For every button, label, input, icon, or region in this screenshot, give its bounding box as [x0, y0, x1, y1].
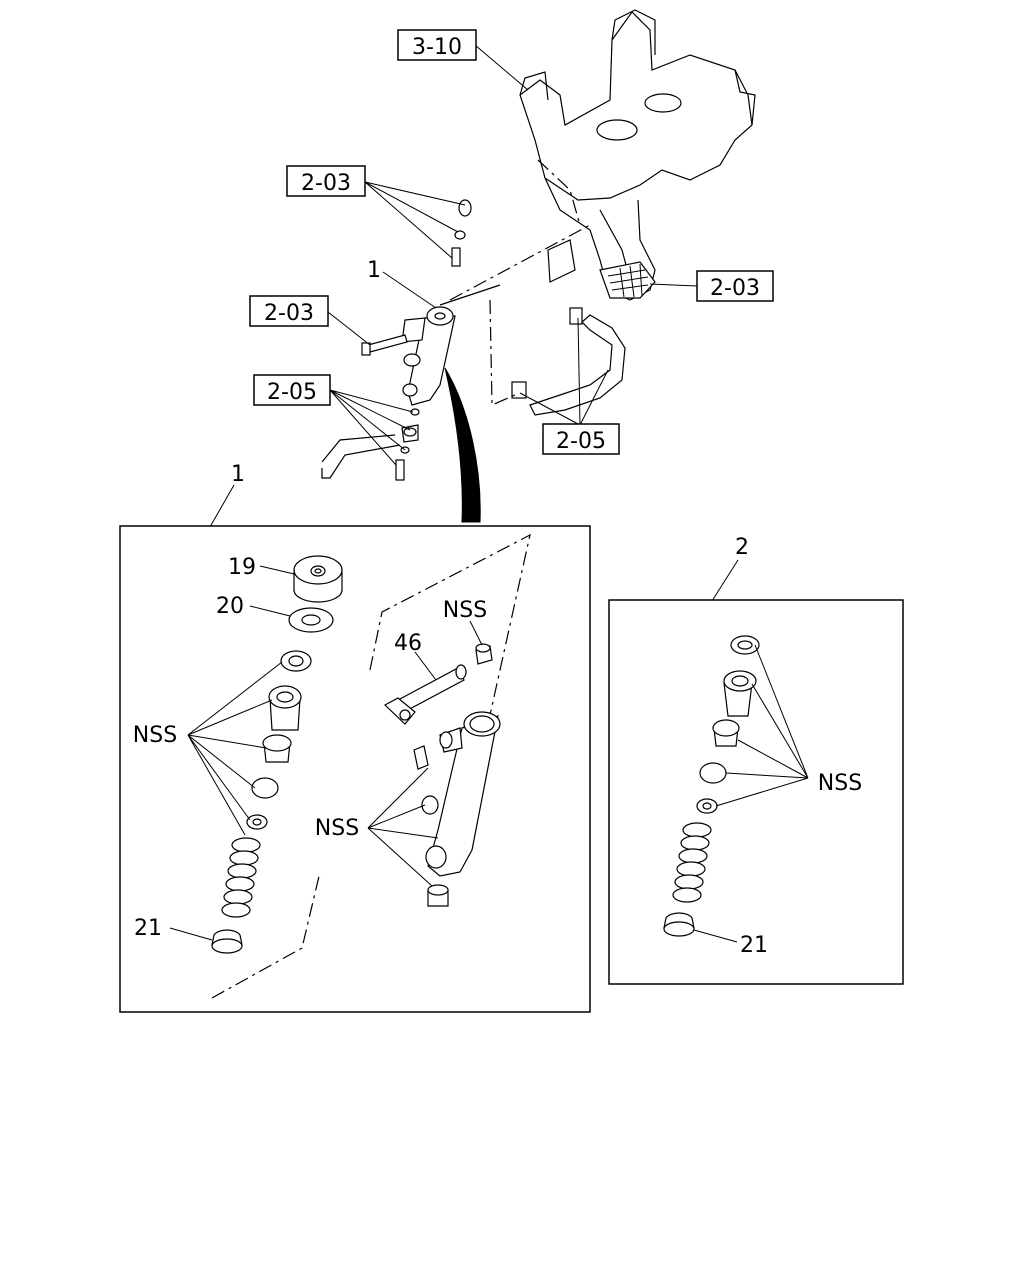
mounting-bolt: [361, 334, 408, 356]
part-number-21-left: 21: [134, 916, 162, 941]
callout-3-10: 3-10: [397, 29, 477, 61]
part-number-21-right: 21: [740, 933, 768, 958]
end-cap-21-left: [211, 929, 243, 954]
hose-centerline: [489, 299, 516, 406]
pushrod-46: [383, 664, 467, 725]
leaders-nss-left: [187, 661, 283, 836]
leader-nss-bushing: [469, 620, 483, 646]
leader-3-10: [474, 44, 529, 91]
leaders-2-05-hose: [519, 317, 609, 426]
callout-2-05-left: 2-05: [253, 374, 331, 406]
part-number-20: 20: [216, 594, 244, 619]
washer-20: [288, 607, 334, 633]
pushrod-centerline: [449, 224, 591, 301]
label-nss-bushing: NSS: [443, 598, 487, 623]
leader-20: [249, 605, 291, 617]
bleeder-nss: [427, 884, 449, 907]
part-number-1-top: 1: [367, 258, 381, 283]
mounting-bracket-parts: [321, 408, 420, 481]
leader-part-1-top: [382, 271, 437, 309]
callout-2-05-hose: 2-05: [542, 423, 620, 455]
master-cylinder: [401, 284, 501, 406]
leaders-2-03-top: [364, 181, 466, 259]
svg-text:2-05: 2-05: [267, 380, 317, 405]
piston-seal-stack: [246, 650, 312, 830]
leader-box-2: [711, 559, 739, 602]
leader-box-1: [209, 484, 235, 528]
reservoir-hose: [511, 307, 626, 416]
detail-arrow: [444, 367, 481, 523]
part-number-19: 19: [228, 555, 256, 580]
leaders-nss-body: [367, 767, 439, 887]
cylinder-body: [413, 711, 501, 877]
reservoir-cap: [293, 555, 343, 603]
return-spring-right: [672, 822, 712, 903]
detail-box-1: [119, 525, 591, 1013]
callout-2-03-bolt: 2-03: [249, 295, 329, 327]
svg-text:2-03: 2-03: [301, 171, 351, 196]
svg-text:2-03: 2-03: [264, 301, 314, 326]
label-nss-body: NSS: [315, 816, 359, 841]
leader-21-left: [169, 927, 213, 941]
leaders-nss-right: [715, 644, 809, 807]
leader-19: [259, 565, 295, 575]
callout-2-03-top: 2-03: [286, 165, 366, 197]
label-nss-left: NSS: [133, 723, 177, 748]
pedal-bracket: [519, 9, 756, 301]
clevis-pin-parts: [451, 199, 472, 267]
part-number-46: 46: [394, 631, 422, 656]
return-spring-left: [221, 837, 261, 918]
detail-centerline-top: [369, 533, 531, 716]
svg-text:2-03: 2-03: [710, 276, 760, 301]
clutch-pedal-pad: [599, 261, 656, 299]
leader-46: [414, 651, 437, 681]
label-nss-right: NSS: [818, 771, 862, 796]
detail-centerline-bottom: [211, 871, 321, 999]
leader-2-03-bolt: [327, 311, 371, 346]
svg-text:2-05: 2-05: [556, 429, 606, 454]
leader-21-right: [693, 929, 738, 943]
piston-seal-stack-right: [696, 635, 760, 814]
part-number-1-box: 1: [231, 462, 245, 487]
svg-text:3-10: 3-10: [412, 35, 462, 60]
bushing-nss: [475, 643, 493, 665]
detail-box-2: [608, 599, 904, 985]
end-cap-21-right: [663, 912, 695, 937]
leaders-2-05-left: [329, 389, 414, 466]
part-number-2-box: 2: [735, 535, 749, 560]
callout-2-03-pedal: 2-03: [696, 270, 774, 302]
leader-2-03-pedal: [649, 283, 698, 287]
